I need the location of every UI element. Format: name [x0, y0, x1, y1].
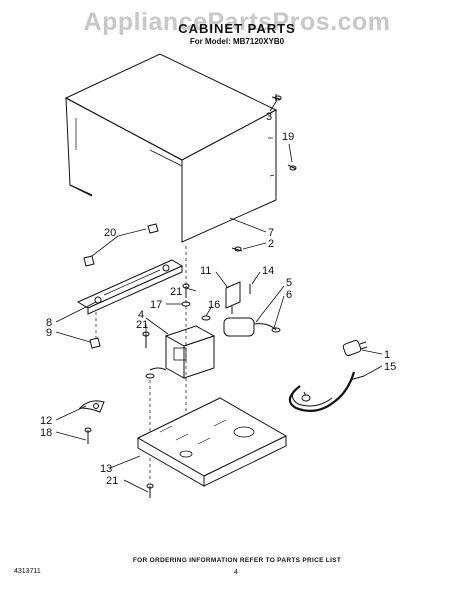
nut-9 — [89, 337, 101, 349]
callout-6: 6 — [286, 289, 292, 301]
screw-18 — [84, 427, 92, 444]
callout-21-mid: 21 — [136, 319, 148, 331]
screw-2 — [231, 246, 243, 252]
cabinet-wrapper — [64, 53, 278, 243]
screw-21-lower — [146, 483, 154, 498]
page-title: CABINET PARTS — [178, 21, 296, 36]
callout-12: 12 — [40, 415, 52, 427]
callout-19: 19 — [282, 131, 294, 143]
screw-16 — [201, 315, 211, 321]
screw-19 — [287, 164, 297, 171]
callout-3: 3 — [266, 111, 272, 123]
bracket-11 — [225, 281, 241, 314]
callout-20: 20 — [104, 227, 116, 239]
foot-20b — [83, 255, 95, 267]
callout-8: 8 — [46, 317, 52, 329]
screw-3 — [271, 94, 282, 102]
watermark: AppliancePartsPros.com — [83, 8, 391, 36]
bracket-12 — [78, 400, 105, 413]
power-cord-1 — [288, 339, 368, 413]
callout-18: 18 — [40, 427, 52, 439]
bottom-plate-13 — [136, 397, 288, 487]
model-subtitle: For Model: MB7120XYB0 — [189, 37, 285, 46]
callout-1: 1 — [384, 349, 390, 361]
callout-21-lower: 21 — [106, 475, 118, 487]
callout-11: 11 — [200, 265, 211, 277]
base-rail-8 — [76, 259, 184, 315]
callout-21-upper: 21 — [170, 286, 182, 298]
ordering-note: FOR ORDERING INFORMATION REFER TO PARTS … — [132, 557, 342, 564]
callout-2: 2 — [268, 238, 274, 250]
foot-20a — [147, 223, 159, 234]
capacitor-5 — [223, 317, 281, 337]
page-number: 4 — [234, 569, 238, 576]
clamp-15 — [301, 375, 365, 402]
callout-13: 13 — [100, 463, 112, 475]
callout-16: 16 — [208, 299, 220, 311]
callout-9: 9 — [46, 327, 52, 339]
alignment-lines — [95, 246, 187, 480]
callouts: 3 19 7 2 20 11 14 5 6 21 17 16 4 21 8 9 … — [40, 111, 396, 487]
callout-7: 7 — [268, 227, 274, 239]
leader-lines — [55, 101, 383, 493]
transformer-4 — [145, 325, 216, 379]
callout-14: 14 — [262, 265, 274, 277]
callout-5: 5 — [286, 277, 292, 289]
document-id: 4313711 — [14, 568, 41, 575]
callout-15: 15 — [384, 361, 396, 373]
screw-21-mid — [142, 331, 150, 348]
callout-17: 17 — [150, 299, 162, 311]
callout-4: 4 — [138, 309, 144, 321]
